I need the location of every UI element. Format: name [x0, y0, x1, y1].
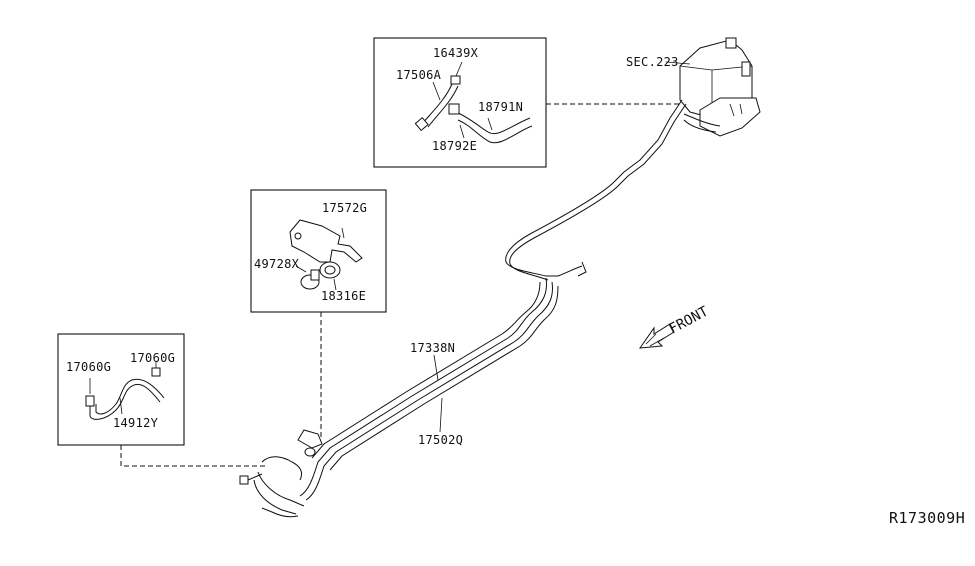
detail-box-hose [57, 333, 185, 446]
detail-box-hoses [373, 37, 547, 168]
filler-assembly [239, 429, 323, 518]
leader-hose [120, 445, 266, 467]
label-17060g-right: 17060G [130, 351, 175, 365]
front-arrow-icon [638, 323, 675, 349]
label-17506a: 17506A [396, 68, 442, 82]
evap-canister [665, 37, 761, 137]
label-17502q: 17502Q [418, 433, 463, 447]
label-16439x: 16439X [433, 46, 479, 60]
label-18792e: 18792E [432, 139, 477, 153]
reference-code: R173009H [889, 509, 965, 527]
label-17572g: 17572G [322, 201, 367, 215]
label-18316e: 18316E [321, 289, 366, 303]
label-17060g-left: 17060G [66, 360, 111, 374]
label-14912y: 14912Y [113, 416, 159, 430]
label-49728x: 49728X [254, 257, 300, 271]
main-tubes [299, 99, 687, 501]
label-front: FRONT [666, 303, 711, 337]
label-sec-223: SEC.223 [626, 55, 679, 69]
detail-box-bracket [250, 189, 387, 313]
label-18791n: 18791N [478, 100, 523, 114]
label-17338n: 17338N [410, 341, 455, 355]
